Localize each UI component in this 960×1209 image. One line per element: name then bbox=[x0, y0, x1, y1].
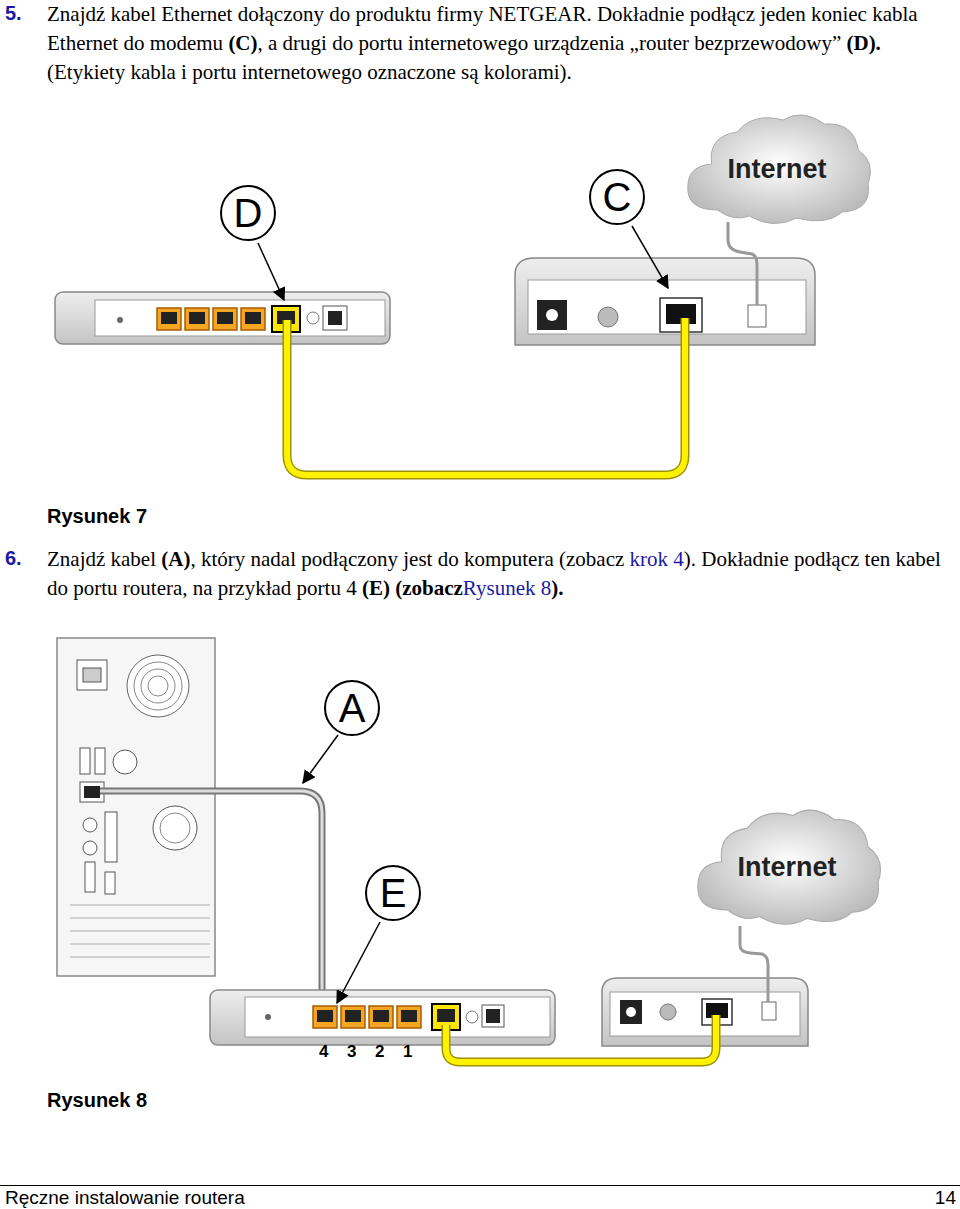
step-number: 5. bbox=[5, 2, 22, 25]
router bbox=[210, 990, 555, 1045]
ethernet-cable bbox=[287, 318, 685, 475]
step-text: , a drugi do portu internetowego urządze… bbox=[258, 31, 842, 55]
internet-cloud: Internet bbox=[678, 110, 876, 228]
port-number: 4 bbox=[319, 1042, 328, 1062]
step-number: 6. bbox=[5, 547, 22, 570]
pc-cable bbox=[100, 791, 322, 1010]
modem bbox=[515, 258, 815, 345]
callout-letter: D bbox=[234, 193, 263, 233]
ethernet-cable bbox=[446, 1015, 716, 1062]
figure-caption: Rysunek 8 bbox=[47, 1089, 147, 1112]
cross-reference: Rysunek 8 bbox=[463, 576, 551, 600]
figure-caption: Rysunek 7 bbox=[47, 505, 147, 528]
callout-letter: A bbox=[339, 688, 366, 728]
cloud-label: Internet bbox=[727, 154, 826, 185]
leader-line bbox=[632, 226, 668, 288]
internet-wire bbox=[740, 926, 768, 1002]
step-text: ). bbox=[551, 576, 563, 600]
paragraph: Znajdź kabel (A), który nadal podłączony… bbox=[47, 545, 957, 603]
router bbox=[55, 292, 390, 344]
page-number: 14 bbox=[935, 1187, 956, 1209]
step-text: Znajdź kabel bbox=[47, 547, 156, 571]
callout-letter: E bbox=[380, 873, 407, 913]
footer-title: Ręczne instalowanie routera bbox=[5, 1187, 245, 1209]
callout-ref: (C) bbox=[228, 31, 257, 55]
internet-cloud: Internet bbox=[688, 805, 886, 929]
callout-letter: C bbox=[603, 177, 632, 217]
callout-circle: A bbox=[324, 680, 380, 736]
step-text: (Etykiety kabla i portu internetowego oz… bbox=[47, 60, 572, 84]
paragraph: Znajdź kabel Ethernet dołączony do produ… bbox=[47, 0, 957, 87]
callout-circle: E bbox=[365, 865, 421, 921]
callout-circle: C bbox=[589, 169, 645, 225]
step-text: (zobacz bbox=[395, 576, 463, 600]
modem bbox=[602, 978, 808, 1046]
callout-ref: (D). bbox=[846, 31, 880, 55]
internet-wire bbox=[728, 222, 757, 305]
callout-circle: D bbox=[220, 185, 276, 241]
leader-line bbox=[258, 243, 284, 300]
cross-reference: krok 4 bbox=[630, 547, 684, 571]
port-number: 1 bbox=[403, 1042, 412, 1062]
port-number: 3 bbox=[347, 1042, 356, 1062]
step-text: , który nadal podłączony jest do kompute… bbox=[190, 547, 624, 571]
callout-ref: (E) bbox=[362, 576, 390, 600]
port-number: 2 bbox=[375, 1042, 384, 1062]
leader-line bbox=[337, 922, 380, 1003]
cloud-label: Internet bbox=[737, 852, 836, 883]
pc-tower bbox=[57, 638, 215, 976]
leader-line bbox=[303, 735, 338, 783]
callout-ref: (A) bbox=[161, 547, 190, 571]
footer-rule bbox=[0, 1185, 960, 1186]
